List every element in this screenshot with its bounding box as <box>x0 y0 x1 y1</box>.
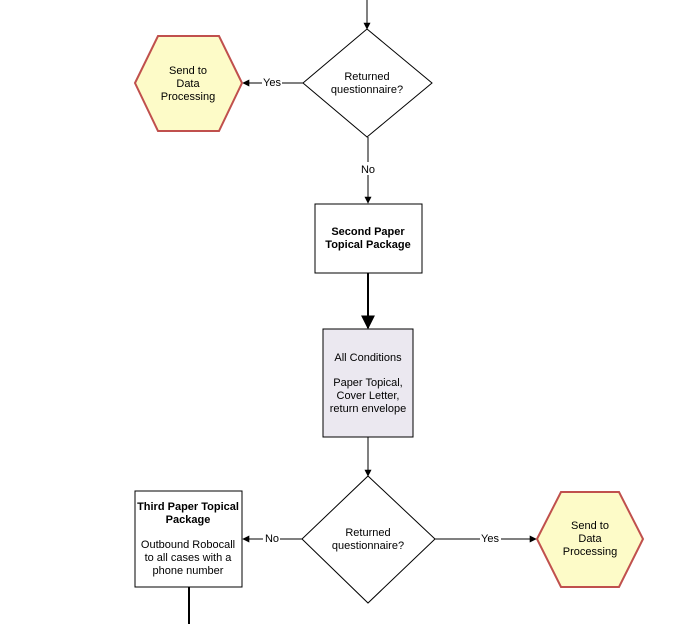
third-package-body-line-3: phone number <box>153 565 224 577</box>
bottom-decision-line-2: questionnaire? <box>332 540 404 552</box>
bottom-hexagon-line-1: Send to <box>571 520 609 532</box>
third-paper-topical-package: Third Paper Topical Package Outbound Rob… <box>134 490 243 588</box>
third-package-title-line-2: Package <box>166 514 211 526</box>
top-returned-questionnaire-decision: Returned questionnaire? <box>302 28 433 138</box>
top-decision-line-2: questionnaire? <box>331 84 403 96</box>
top-decision-line-1: Returned <box>344 71 389 83</box>
second-paper-topical-package: Second Paper Topical Package <box>314 203 423 274</box>
second-package-line-2: Topical Package <box>325 239 410 251</box>
top-hexagon-line-2: Data <box>176 78 200 90</box>
bottom-hexagon-line-3: Processing <box>563 546 617 558</box>
all-conditions-box: All Conditions Paper Topical, Cover Lett… <box>322 328 414 438</box>
bottom-yes-label: Yes <box>481 533 499 545</box>
top-send-to-data-processing: Send to Data Processing <box>133 35 244 132</box>
conditions-line-2: Paper Topical, <box>333 377 403 389</box>
top-no-label: No <box>361 164 375 176</box>
second-package-line-1: Second Paper <box>331 226 405 238</box>
bottom-no-label: No <box>265 533 279 545</box>
third-package-body-line-2: to all cases with a <box>145 552 233 564</box>
bottom-hexagon-line-2: Data <box>578 533 602 545</box>
conditions-line-1: All Conditions <box>334 352 402 364</box>
top-yes-label: Yes <box>263 77 281 89</box>
bottom-returned-questionnaire-decision: Returned questionnaire? <box>301 475 436 604</box>
top-hexagon-line-3: Processing <box>161 91 215 103</box>
bottom-decision-line-1: Returned <box>345 527 390 539</box>
third-package-title-line-1: Third Paper Topical <box>137 501 239 513</box>
third-package-body-line-1: Outbound Robocall <box>141 539 235 551</box>
bottom-send-to-data-processing: Send to Data Processing <box>535 491 645 588</box>
conditions-line-3: Cover Letter, <box>337 390 400 402</box>
conditions-line-4: return envelope <box>330 403 406 415</box>
top-hexagon-line-1: Send to <box>169 65 207 77</box>
